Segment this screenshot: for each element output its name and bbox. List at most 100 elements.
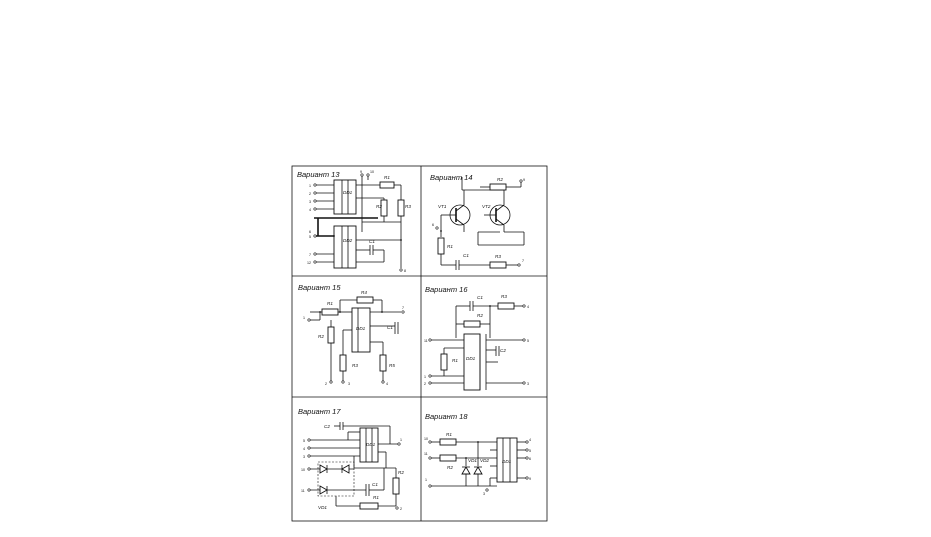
v17-dd1	[359, 427, 379, 463]
v18-r2	[439, 454, 457, 462]
variant-16-title: Вариант 16	[425, 285, 468, 294]
v13-dd2-label: DD2	[343, 238, 353, 243]
v14-c1-label: C1	[463, 253, 469, 258]
v13-terminal-6: 6	[309, 230, 311, 234]
v16-terminal-2: 2	[424, 382, 426, 386]
v16-r3-label: R3	[501, 294, 507, 299]
v13-terminal-7: 7	[309, 253, 311, 257]
v13-r3-label: R3	[405, 204, 411, 209]
v13-dd2	[333, 225, 357, 269]
variant-14-title: Вариант 14	[430, 173, 473, 182]
v15-c1-label: C1	[387, 325, 393, 330]
variant-15-schematic: Вариант 15 R4 R1 1 DD1 7 C1 R2	[298, 283, 405, 386]
v15-r5	[379, 354, 387, 372]
v17-terminal-4: 4	[303, 447, 305, 451]
v14-r1	[437, 237, 445, 255]
v18-terminal-10: 10	[424, 437, 428, 441]
v18-r1	[439, 438, 457, 446]
v15-terminal-3: 3	[348, 382, 350, 386]
v13-terminal-10: 10	[370, 170, 374, 174]
v14-vt2-label: VT2	[482, 204, 491, 209]
v18-vd1	[461, 466, 471, 475]
v13-terminal-1: 1	[309, 184, 311, 188]
v17-c2-label: C2	[324, 424, 330, 429]
variant-18-schematic: Вариант 18 10 R1 11 R2 DD1 VD1 VD2	[424, 412, 531, 496]
v14-terminal-9: 9	[523, 178, 525, 182]
v16-dd1-label: DD1	[466, 356, 476, 361]
v17-diode-b	[341, 464, 350, 474]
v18-vd2	[473, 466, 483, 475]
variants-grid	[291, 165, 548, 522]
v13-terminal-2: 2	[309, 192, 311, 196]
v13-r2	[380, 199, 388, 217]
variant-13-schematic: Вариант 13 DD1 DD2 1 2 3 4 5 7 12	[297, 170, 411, 273]
v13-r3	[397, 199, 405, 217]
v16-terminal-5: 5	[527, 339, 529, 343]
v17-c1-label: C1	[372, 482, 378, 487]
v18-terminal-3: 3	[483, 492, 485, 496]
v17-terminal-10: 10	[301, 468, 305, 472]
v15-r3	[339, 354, 347, 372]
variant-15-title: Вариант 15	[298, 283, 341, 292]
v15-dd1-label: DD1	[356, 326, 366, 331]
v16-terminal-4: 4	[527, 305, 529, 309]
v18-dd1	[496, 437, 518, 483]
v13-terminal-5: 5	[309, 235, 311, 239]
v15-terminal-4: 4	[386, 382, 388, 386]
v14-r2	[489, 183, 507, 191]
v13-terminal-3: 3	[309, 200, 311, 204]
v18-r2-label: R2	[447, 465, 453, 470]
v15-r1-label: R1	[327, 301, 333, 306]
variant-16-schematic: Вариант 16 C1 R3 4 R2 DD1 11 5	[424, 285, 529, 391]
v14-terminal-6: 6	[432, 223, 434, 227]
v14-r3	[489, 261, 507, 269]
v18-r1-label: R1	[446, 432, 452, 437]
v13-terminal-12: 12	[307, 261, 311, 265]
v15-r5-label: R5	[389, 363, 395, 368]
v16-r1	[440, 353, 448, 371]
v16-terminal-1: 1	[424, 375, 426, 379]
v17-r2-label: R2	[398, 470, 404, 475]
v15-r2	[327, 326, 335, 344]
v15-r3-label: R3	[352, 363, 358, 368]
v14-r3-label: R3	[495, 254, 501, 259]
v17-r1-label: R1	[373, 495, 379, 500]
v17-terminal-2: 2	[400, 507, 402, 511]
v16-dd1	[463, 333, 481, 391]
variant-13-title: Вариант 13	[297, 170, 340, 179]
v14-r2-label: R2	[497, 177, 503, 182]
variant-17-title: Вариант 17	[298, 407, 341, 416]
v17-dd1-label: DD1	[366, 442, 376, 447]
v17-r1	[359, 502, 379, 510]
v15-terminal-7: 7	[402, 306, 404, 310]
v16-c1-label: C1	[477, 295, 483, 300]
v15-terminal-2: 2	[325, 382, 327, 386]
v15-r1	[321, 308, 339, 316]
variant-17-schematic: Вариант 17 C2 DD1 5 4 3 1	[298, 407, 404, 511]
v13-c1-label: C1	[369, 239, 375, 244]
v16-r3	[497, 302, 515, 310]
v17-terminal-5: 5	[303, 439, 305, 443]
v17-r2	[392, 477, 400, 495]
v15-r2-label: R2	[318, 334, 324, 339]
v13-dd1	[333, 179, 357, 215]
v17-vd1	[319, 485, 328, 495]
v18-vd1-label: VD1	[468, 458, 477, 463]
v15-terminal-1: 1	[303, 316, 305, 320]
v18-dd1-label: DD1	[502, 459, 512, 464]
v16-terminal-3: 3	[527, 382, 529, 386]
v16-c2-label: C2	[500, 348, 506, 353]
v14-vt1-label: VT1	[438, 204, 447, 209]
v18-terminal-1: 1	[425, 478, 427, 482]
v14-terminal-7: 7	[522, 259, 524, 263]
v13-r1	[379, 181, 395, 189]
v13-terminal-4: 4	[309, 208, 311, 212]
v14-r1-label: R1	[447, 244, 453, 249]
v13-r2-label: R2	[376, 204, 382, 209]
v17-terminal-1: 1	[400, 438, 402, 442]
v18-terminal-5: 5	[529, 449, 531, 453]
v15-r4	[356, 296, 374, 304]
v15-r4-label: R4	[361, 290, 367, 295]
v13-dd1-label: DD1	[343, 190, 353, 195]
